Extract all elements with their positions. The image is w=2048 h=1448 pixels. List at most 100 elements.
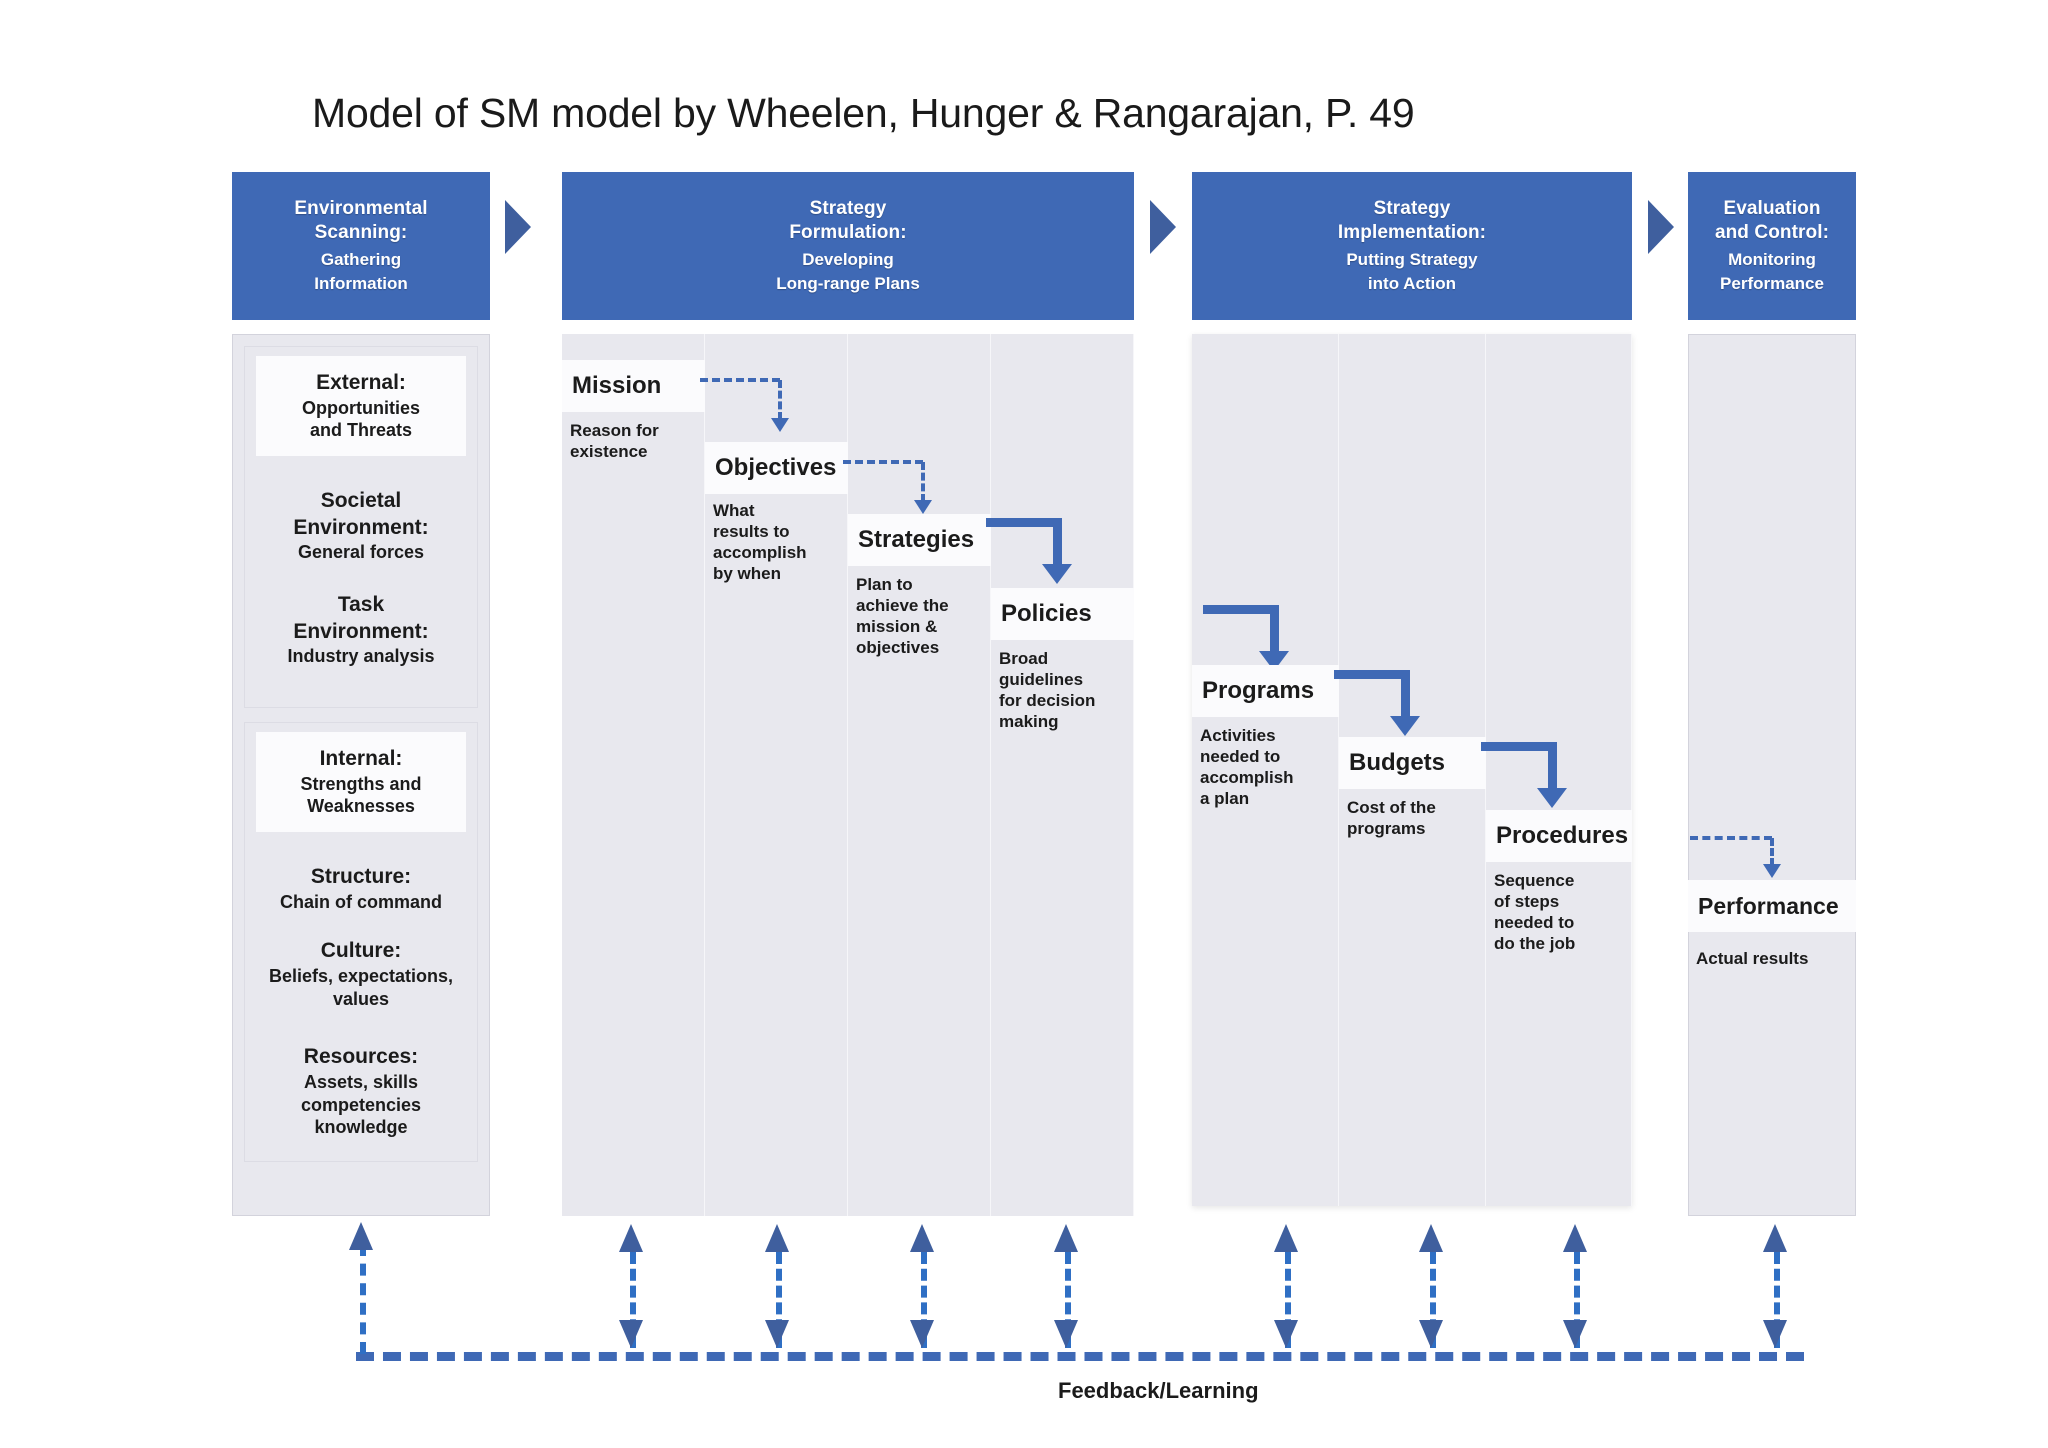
feedback-arrowhead-down-objectives	[765, 1320, 789, 1348]
internal-line1: Strengths and	[300, 773, 422, 794]
phase-subtitle-line2: Information	[314, 274, 408, 294]
programs-desc-line4: a plan	[1200, 789, 1250, 809]
arrow-objectives-to-strategies	[843, 460, 943, 532]
scanning-task-block: Task Environment: Industry analysis	[250, 592, 472, 668]
feedback-riser-mission	[630, 1252, 636, 1348]
arrow-programs-to-budgets	[1334, 670, 1444, 760]
formulation-subcolumn-mission	[562, 334, 705, 1216]
page-title: Model of SM model by Wheelen, Hunger & R…	[312, 90, 1415, 136]
programs-desc-line1: Activities	[1200, 726, 1276, 745]
objectives-desc-line2: results to	[713, 522, 790, 542]
procedures-desc-line2: of steps	[1494, 892, 1560, 912]
procedures-description: Sequence of steps needed to do the job	[1494, 870, 1634, 954]
scanning-resources-block: Resources: Assets, skills competencies k…	[250, 1044, 472, 1139]
feedback-arrowhead-down-budgets	[1419, 1320, 1443, 1348]
formulation-chip-mission: Mission	[562, 360, 705, 412]
external-line1: Opportunities	[302, 397, 420, 418]
feedback-arrowhead-down-policies	[1054, 1320, 1078, 1348]
feedback-arrowhead-down-programs	[1274, 1320, 1298, 1348]
objectives-desc-line3: accomplish	[713, 543, 807, 563]
feedback-arrowhead-up-scanning	[349, 1222, 373, 1250]
culture-line1: Beliefs, expectations,	[268, 965, 454, 986]
policies-desc-line3: for decision	[999, 691, 1096, 711]
phase-connector-arrow-3	[1648, 200, 1674, 254]
feedback-arrowhead-up-performance	[1763, 1224, 1787, 1252]
policies-label: Policies	[1001, 600, 1092, 627]
scanning-societal-block: Societal Environment: General forces	[250, 488, 472, 564]
formulation-chip-objectives: Objectives	[705, 442, 848, 494]
societal-line2: General forces	[297, 542, 425, 563]
feedback-riser-budgets	[1430, 1252, 1436, 1348]
phase-title-line2: Implementation:	[1337, 222, 1487, 244]
budgets-description: Cost of the programs	[1347, 797, 1487, 839]
strategies-description: Plan to achieve the mission & objectives	[856, 574, 991, 658]
internal-title: Internal:	[319, 747, 403, 771]
objectives-description: What results to accomplish by when	[713, 500, 848, 584]
objectives-label: Objectives	[715, 454, 837, 481]
scanning-structure-block: Structure: Chain of command	[250, 864, 472, 914]
phase-title-line1: Evaluation	[1723, 197, 1821, 219]
phase-subtitle-line1: Monitoring	[1728, 249, 1816, 269]
scanning-external-card: External: Opportunities and Threats	[256, 356, 466, 456]
arrow-mission-to-objectives	[700, 378, 800, 450]
resources-line1: Assets, skills	[303, 1071, 419, 1092]
budgets-desc-line2: programs	[1347, 819, 1426, 839]
phase-subtitle-line2: Performance	[1720, 274, 1824, 294]
policies-desc-line4: making	[999, 712, 1059, 732]
scanning-internal-card: Internal: Strengths and Weaknesses	[256, 732, 466, 832]
feedback-arrowhead-up-procedures	[1563, 1224, 1587, 1252]
phase-title-line1: Strategy	[1373, 197, 1451, 219]
phase-title-line2: Scanning:	[314, 222, 408, 244]
feedback-riser-programs	[1285, 1252, 1291, 1348]
external-title: External:	[316, 371, 406, 395]
phase-header-environmental-scanning: Environmental Scanning: Gathering Inform…	[232, 172, 490, 320]
arrow-budgets-to-procedures	[1481, 742, 1591, 832]
task-line2: Industry analysis	[287, 646, 435, 667]
mission-label: Mission	[572, 372, 662, 399]
feedback-arrowhead-up-strategies	[910, 1224, 934, 1252]
phase-header-strategy-implementation: Strategy Implementation: Putting Strateg…	[1192, 172, 1632, 320]
formulation-chip-policies: Policies	[991, 588, 1134, 640]
feedback-arrowhead-down-performance	[1763, 1320, 1787, 1348]
resources-line2: competencies	[300, 1094, 422, 1115]
resources-title: Resources:	[303, 1045, 419, 1068]
phase-subtitle-line2: Long-range Plans	[776, 274, 920, 294]
internal-line2: Weaknesses	[307, 796, 415, 817]
feedback-riser-procedures	[1574, 1252, 1580, 1348]
implementation-chip-programs: Programs	[1192, 665, 1339, 717]
structure-title: Structure:	[310, 865, 412, 888]
arrow-into-performance	[1690, 836, 1800, 896]
policies-desc-line1: Broad	[999, 649, 1049, 668]
implementation-chip-budgets: Budgets	[1339, 737, 1486, 789]
feedback-arrowhead-down-procedures	[1563, 1320, 1587, 1348]
phase-connector-arrow-1	[505, 200, 531, 254]
feedback-learning-bar	[356, 1352, 1804, 1361]
feedback-learning-label: Feedback/Learning	[1058, 1378, 1259, 1403]
implementation-chip-procedures: Procedures	[1486, 810, 1632, 862]
strategies-label: Strategies	[858, 526, 975, 553]
phase-subtitle-line1: Developing	[802, 249, 894, 269]
strategies-desc-line4: objectives	[856, 638, 940, 658]
policies-description: Broad guidelines for decision making	[999, 648, 1139, 732]
external-line2: and Threats	[309, 420, 413, 441]
procedures-desc-line3: needed to	[1494, 913, 1575, 933]
programs-description: Activities needed to accomplish a plan	[1200, 725, 1340, 809]
objectives-desc-line1: What	[713, 501, 755, 520]
objectives-desc-line4: by when	[713, 564, 782, 584]
phase-subtitle-line1: Putting Strategy	[1346, 249, 1478, 269]
formulation-subcolumn-policies	[991, 334, 1134, 1216]
task-title: Task	[337, 593, 385, 616]
arrow-strategies-to-policies	[986, 518, 1096, 608]
formulation-subcolumn-strategies	[848, 334, 991, 1216]
mission-description: Reason for existence	[570, 420, 705, 462]
scanning-culture-block: Culture: Beliefs, expectations, values	[244, 938, 478, 1010]
evaluation-chip-performance: Performance	[1688, 880, 1856, 932]
feedback-riser-performance	[1774, 1252, 1780, 1348]
programs-desc-line2: needed to	[1200, 747, 1281, 767]
feedback-arrowhead-up-objectives	[765, 1224, 789, 1252]
phase-title-line1: Strategy	[809, 197, 887, 219]
feedback-riser-strategies	[921, 1252, 927, 1348]
formulation-chip-strategies: Strategies	[848, 514, 991, 566]
phase-header-evaluation-and-control: Evaluation and Control: Monitoring Perfo…	[1688, 172, 1856, 320]
